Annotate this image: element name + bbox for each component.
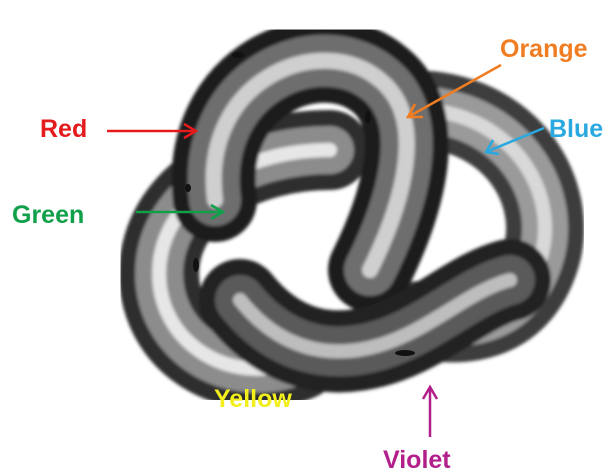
label-green: Green <box>12 203 84 228</box>
label-orange: Orange <box>500 37 588 62</box>
label-blue: Blue <box>549 117 603 142</box>
label-violet: Violet <box>383 448 451 473</box>
violet-arrow <box>423 387 437 437</box>
label-red: Red <box>40 117 87 142</box>
label-yellow: Yellow <box>214 387 292 412</box>
